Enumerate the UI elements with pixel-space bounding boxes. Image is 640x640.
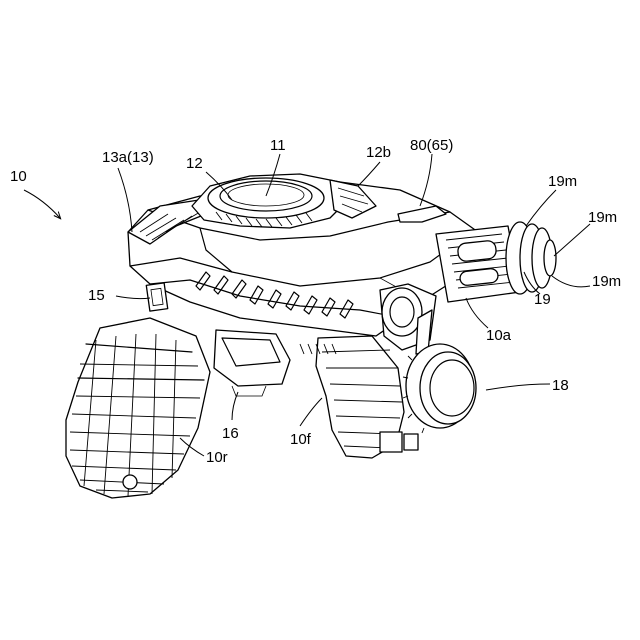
label-19m-low: 19m xyxy=(592,273,621,290)
barrel-bracket xyxy=(380,284,436,354)
label-16: 16 xyxy=(222,425,239,442)
label-15: 15 xyxy=(88,287,105,304)
label-10r: 10r xyxy=(206,449,228,466)
label-19m-mid: 19m xyxy=(588,209,617,226)
label-19: 19 xyxy=(534,291,551,308)
side-knob xyxy=(403,344,476,433)
label-18: 18 xyxy=(552,377,569,394)
label-80: 80(65) xyxy=(410,137,453,154)
label-12: 12 xyxy=(186,155,203,172)
label-13a: 13a(13) xyxy=(102,149,154,166)
label-10: 10 xyxy=(10,168,27,185)
label-19m-top: 19m xyxy=(548,173,577,190)
label-11: 11 xyxy=(270,137,286,154)
label-12b: 12b xyxy=(366,144,391,161)
side-button xyxy=(146,283,167,311)
front-grip xyxy=(300,336,418,458)
rear-grip xyxy=(66,318,210,498)
label-10a: 10a xyxy=(486,327,512,344)
label-10f: 10f xyxy=(290,431,312,448)
barrel xyxy=(436,222,556,302)
trigger-block xyxy=(214,330,290,396)
